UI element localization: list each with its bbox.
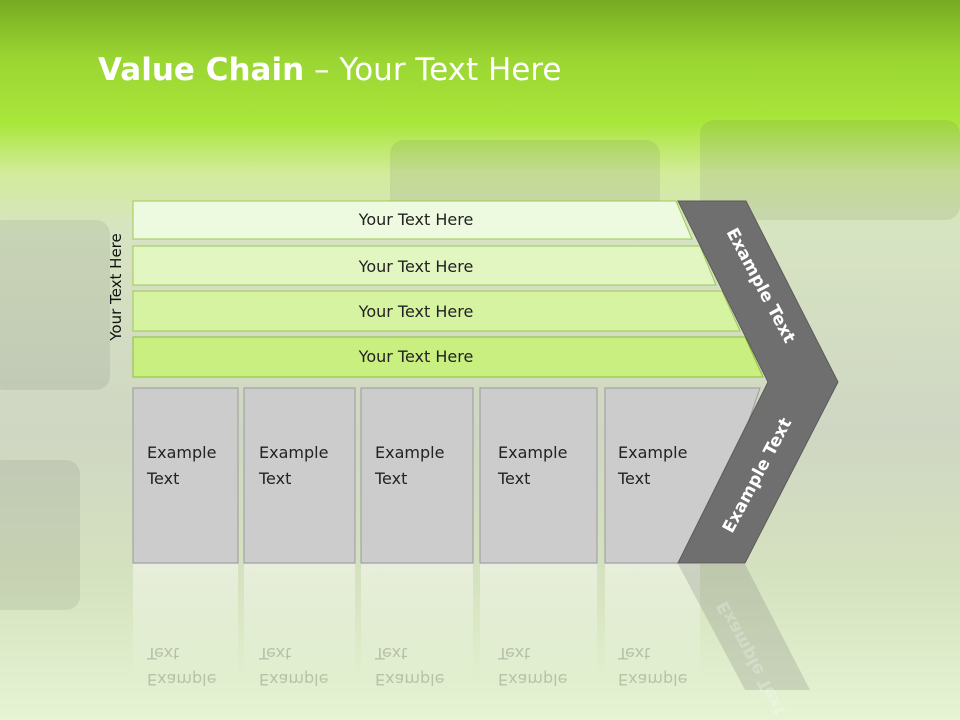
column-3-label-line2: Text [374, 469, 407, 488]
column-reflection-label: Text [374, 644, 407, 663]
bar-1 [132, 200, 693, 240]
column-3 [360, 387, 474, 564]
column-reflection [605, 564, 700, 684]
bar-1-label: Your Text Here [358, 210, 474, 229]
chevron-arrow [677, 200, 839, 564]
column-4-label-line1: Example [498, 443, 567, 462]
columns-group: Example Text Example Text Example Text E… [132, 387, 761, 564]
title-bold: Value Chain [98, 52, 305, 88]
column-reflection-label: Example [375, 670, 444, 689]
page-title: Value Chain – Your Text Here [98, 52, 561, 88]
column-reflection [133, 564, 238, 684]
column-1 [132, 387, 239, 564]
column-4 [479, 387, 598, 564]
column-2-label-line2: Text [258, 469, 291, 488]
bar-2 [132, 245, 717, 286]
column-reflection-label: Text [146, 644, 179, 663]
column-reflection-label: Text [258, 644, 291, 663]
chevron-reflection [678, 564, 810, 690]
column-5-label-line1: Example [618, 443, 687, 462]
bar-3 [132, 290, 741, 332]
column-4-label-line2: Text [497, 469, 530, 488]
column-2 [243, 387, 356, 564]
bar-3-label: Your Text Here [358, 302, 474, 321]
column-reflection-label: Text [617, 644, 650, 663]
column-reflection [480, 564, 597, 684]
column-reflection-label: Text [497, 644, 530, 663]
column-3-label-line1: Example [375, 443, 444, 462]
column-1-label-line2: Text [146, 469, 179, 488]
bar-2-label: Your Text Here [358, 257, 474, 276]
column-reflection-label: Example [498, 670, 567, 689]
reflection-group: Example Text Example Text Example Text E… [133, 564, 810, 719]
column-reflection-label: Example [147, 670, 216, 689]
bars-group: Your Text Here Your Text Here Your Text … [132, 200, 764, 378]
column-reflection-label: Example [618, 670, 687, 689]
title-rest: – Your Text Here [304, 52, 562, 88]
keyboard-key-background [0, 220, 110, 390]
column-1-label-line1: Example [147, 443, 216, 462]
keyboard-key-background [0, 460, 80, 610]
column-5-label-line2: Text [617, 469, 650, 488]
column-reflection [244, 564, 355, 684]
bar-4-label: Your Text Here [358, 347, 474, 366]
bar-4 [132, 336, 764, 378]
column-reflection-label: Example [259, 670, 328, 689]
column-2-label-line1: Example [259, 443, 328, 462]
column-reflection [361, 564, 473, 684]
